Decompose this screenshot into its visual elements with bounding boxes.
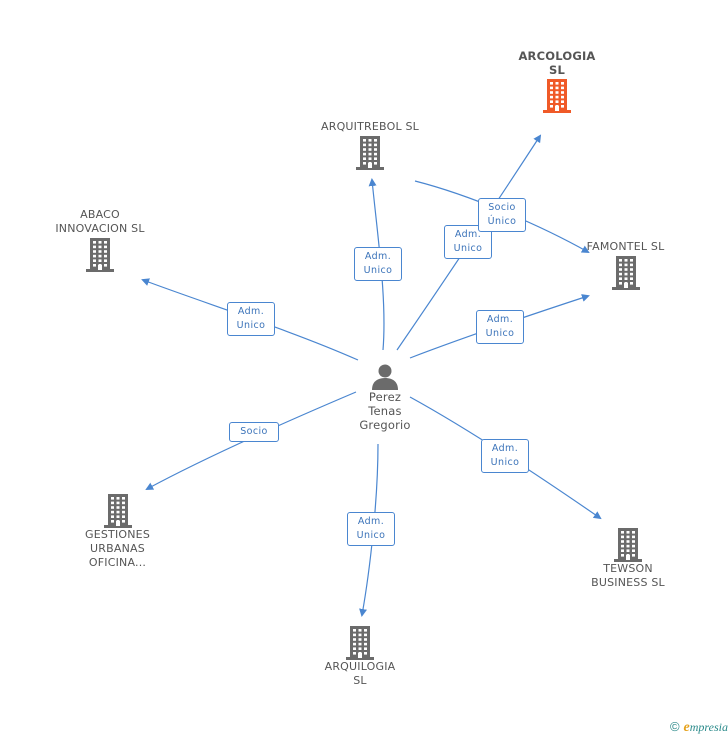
company-name: GESTIONES URBANAS OFICINA... bbox=[84, 528, 151, 569]
building-icon bbox=[356, 136, 384, 170]
node-arcologia[interactable]: ARCOLOGIA SL bbox=[512, 49, 602, 113]
building-icon bbox=[86, 238, 114, 272]
node-person[interactable]: Perez Tenas Gregorio bbox=[345, 362, 425, 432]
company-name: ARQUITREBOL SL bbox=[321, 120, 419, 133]
brand-logo-text: mpresia bbox=[689, 720, 728, 734]
building-icon bbox=[614, 528, 642, 562]
brand-logo-initial: e bbox=[683, 720, 690, 735]
company-name: ABACO INNOVACION SL bbox=[55, 208, 145, 235]
brand-footer: ©empresia bbox=[670, 719, 728, 736]
node-arquitrebol[interactable]: ARQUITREBOL SL bbox=[310, 120, 430, 170]
relation-label: Adm. Unico bbox=[227, 302, 275, 336]
building-icon bbox=[346, 626, 374, 660]
node-abaco[interactable]: ABACO INNOVACION SL bbox=[45, 208, 155, 272]
relation-label: Adm. Unico bbox=[347, 512, 395, 546]
company-name: ARQUILOGIA SL bbox=[324, 660, 396, 687]
node-tewson[interactable]: TEWSON BUSINESS SL bbox=[578, 526, 678, 590]
company-name: ARCOLOGIA SL bbox=[518, 49, 596, 77]
relation-label: Adm. Unico bbox=[481, 439, 529, 473]
building-icon bbox=[611, 256, 640, 290]
relation-label: Adm. Unico bbox=[476, 310, 524, 344]
node-gestiones[interactable]: GESTIONES URBANAS OFICINA... bbox=[70, 492, 165, 570]
node-arquilogia[interactable]: ARQUILOGIA SL bbox=[315, 624, 405, 688]
node-famontel[interactable]: FAMONTEL SL bbox=[578, 240, 673, 290]
company-name: TEWSON BUSINESS SL bbox=[591, 562, 665, 589]
person-name: Perez Tenas Gregorio bbox=[359, 390, 411, 432]
relation-label: Socio bbox=[229, 422, 279, 442]
company-name: FAMONTEL SL bbox=[586, 240, 665, 253]
relation-label: Adm. Unico bbox=[354, 247, 402, 281]
relation-label: Socio Único bbox=[478, 198, 526, 232]
person-icon bbox=[372, 364, 398, 390]
building-icon bbox=[103, 494, 132, 528]
building-icon bbox=[543, 79, 571, 113]
copyright-symbol: © bbox=[669, 719, 680, 734]
